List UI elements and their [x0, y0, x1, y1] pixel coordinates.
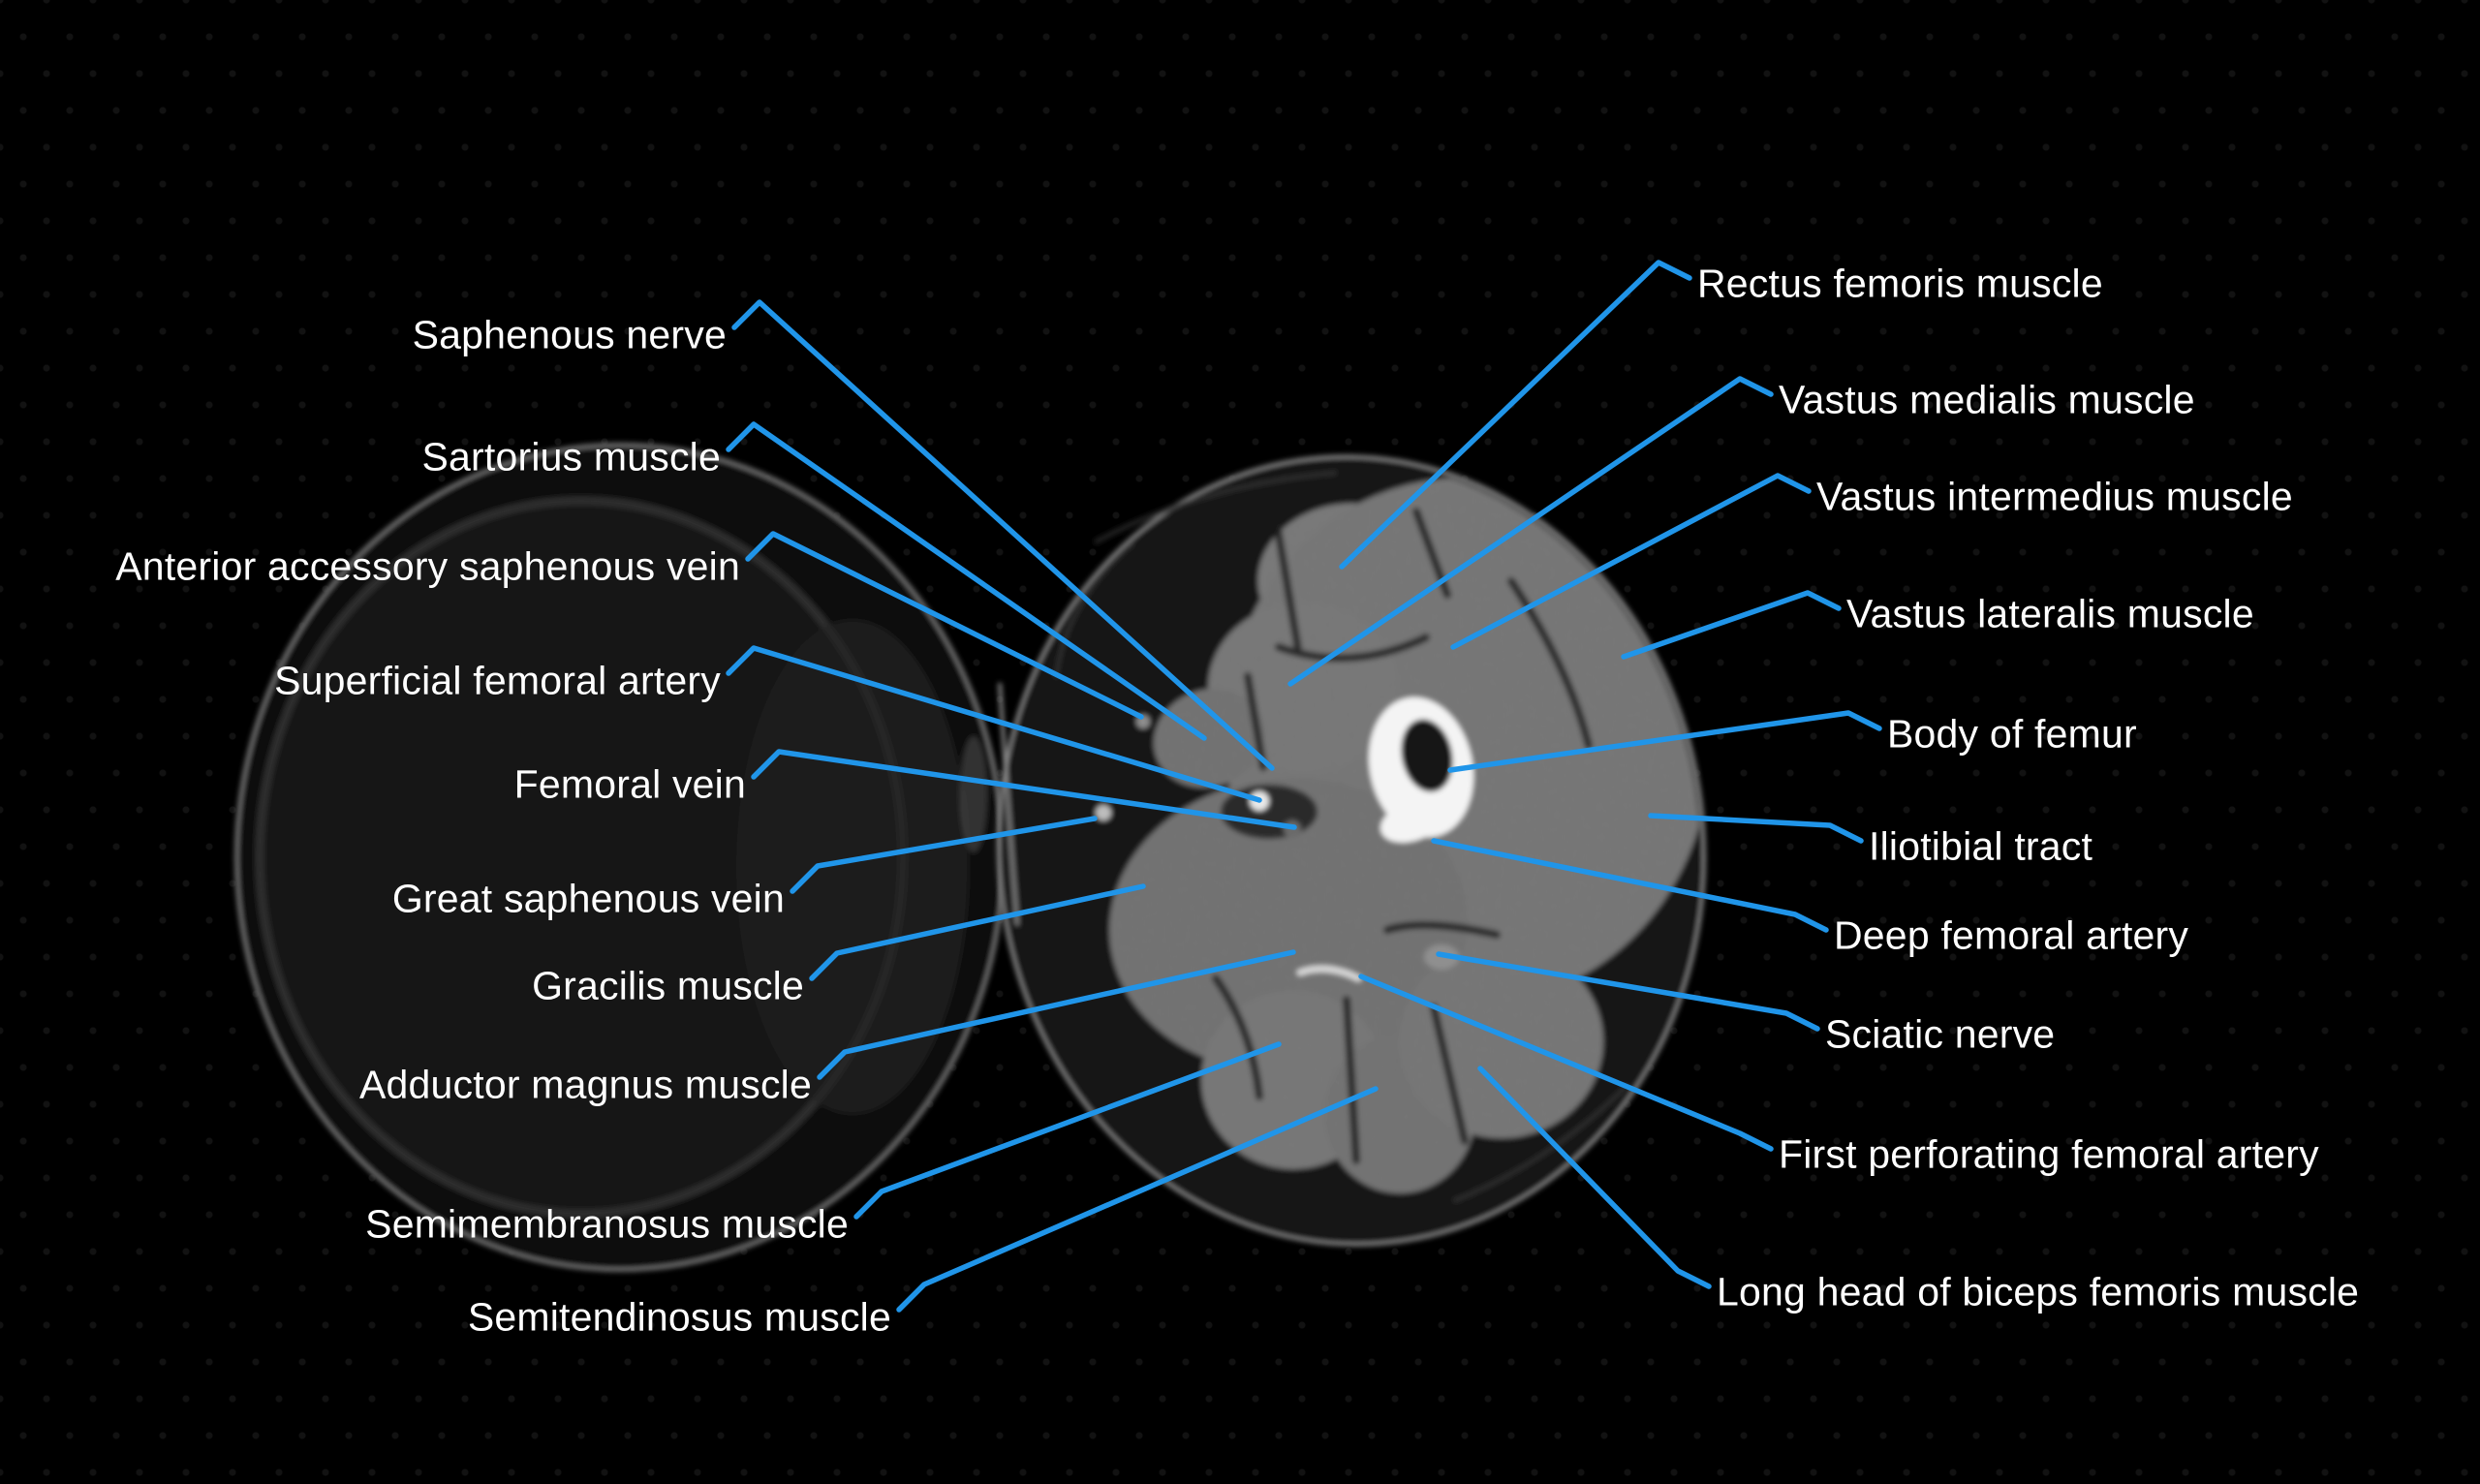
label-vastus-medialis-muscle: Vastus medialis muscle: [1779, 377, 2195, 422]
label-adductor-magnus-muscle: Adductor magnus muscle: [358, 1062, 812, 1107]
leader-line-anterior-accessory-saphenous-vein: [745, 531, 1144, 720]
label-vastus-intermedius-muscle: Vastus intermedius muscle: [1816, 474, 2293, 519]
label-femoral-vein: Femoral vein: [513, 761, 746, 807]
linea-aspera: [1380, 800, 1444, 843]
leader-line-deep-femoral-artery: [1431, 838, 1829, 933]
leader-line-semitendinosus-muscle: [896, 1086, 1379, 1313]
thigh-section: [988, 446, 1724, 1250]
leader-line-saphenous-nerve: [731, 299, 1275, 771]
leader-line-long-head-of-biceps-femoris-muscle: [1477, 1066, 1712, 1289]
label-anterior-accessory-saphenous-vein: Anterior accessory saphenous vein: [115, 543, 740, 589]
label-vastus-lateralis-muscle: Vastus lateralis muscle: [1846, 591, 2254, 636]
label-deep-femoral-artery: Deep femoral artery: [1834, 912, 2189, 958]
leader-line-gracilis-muscle: [809, 883, 1146, 981]
leader-line-vastus-lateralis-muscle: [1621, 590, 1842, 660]
label-semitendinosus-muscle: Semitendinosus muscle: [467, 1294, 891, 1340]
label-gracilis-muscle: Gracilis muscle: [532, 963, 804, 1008]
leader-line-semimembranosus-muscle: [853, 1041, 1282, 1220]
label-body-of-femur: Body of femur: [1887, 711, 2137, 757]
left-thigh-section: [234, 443, 1006, 1272]
label-first-perforating-femoral-artery: First perforating femoral artery: [1779, 1131, 2319, 1177]
femur: [1368, 696, 1474, 843]
leader-line-first-perforating-femoral-artery: [1358, 974, 1774, 1152]
leader-line-vastus-intermedius-muscle: [1450, 473, 1812, 650]
leader-line-superficial-femoral-artery: [726, 645, 1262, 803]
leader-lines: [726, 260, 1882, 1313]
leader-line-vastus-medialis-muscle: [1287, 376, 1774, 687]
label-saphenous-nerve: Saphenous nerve: [412, 312, 727, 357]
label-sartorius-muscle: Sartorius muscle: [421, 434, 721, 479]
label-superficial-femoral-artery: Superficial femoral artery: [274, 658, 721, 703]
leader-line-sartorius-muscle: [726, 421, 1207, 741]
label-iliotibial-tract: Iliotibial tract: [1869, 823, 2093, 869]
perforating-artery-streak: [1296, 965, 1362, 982]
leader-line-adductor-magnus-muscle: [817, 949, 1296, 1080]
label-sciatic-nerve: Sciatic nerve: [1825, 1011, 2056, 1057]
leader-line-body-of-femur: [1447, 710, 1882, 773]
leader-line-femoral-vein: [751, 749, 1297, 830]
label-great-saphenous-vein: Great saphenous vein: [391, 876, 785, 921]
ct-noise-dark: [988, 446, 1724, 1250]
medullary-cavity: [1401, 719, 1453, 792]
label-rectus-femoris-muscle: Rectus femoris muscle: [1697, 261, 2103, 306]
label-long-head-of-biceps-femoris-muscle: Long head of biceps femoris muscle: [1717, 1269, 2360, 1314]
leader-line-sciatic-nerve: [1436, 951, 1820, 1032]
left-thigh-muscle: [736, 620, 969, 1114]
label-semimembranosus-muscle: Semimembranosus muscle: [365, 1201, 849, 1247]
leader-line-great-saphenous-vein: [790, 816, 1098, 894]
great-saphenous-vein-dot: [1096, 805, 1111, 820]
leader-line-iliotibial-tract: [1648, 813, 1864, 844]
leader-line-rectus-femoris-muscle: [1339, 260, 1692, 570]
